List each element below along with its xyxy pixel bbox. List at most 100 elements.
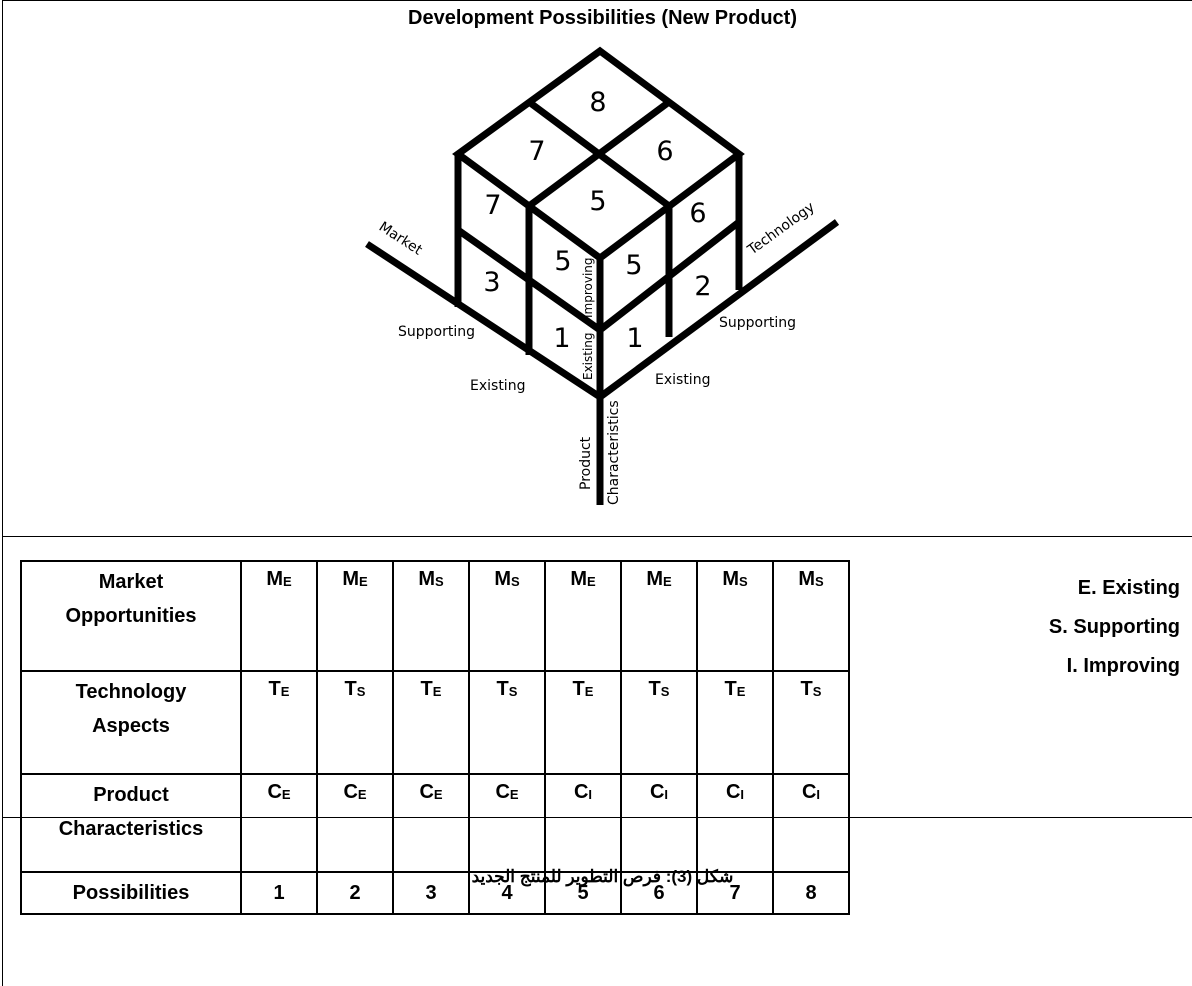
cell-symbol: 3 xyxy=(425,881,437,904)
market-axis xyxy=(365,241,602,400)
row-label-line: Market xyxy=(98,571,164,593)
existing-vertical-label: Existing xyxy=(581,332,595,380)
cell-subscript: S xyxy=(660,684,670,699)
cell-symbol: M xyxy=(494,568,511,590)
cell-symbol: T xyxy=(800,678,813,700)
table-cell: CI xyxy=(772,773,850,873)
improving-vertical-label: Improving xyxy=(581,257,595,318)
cell-symbol: M xyxy=(646,568,663,590)
cell-symbol: C xyxy=(495,781,510,803)
table-cell: MS xyxy=(392,560,470,672)
cell-symbol: T xyxy=(724,678,737,700)
cube-number: 3 xyxy=(483,267,500,298)
table-cell: CI xyxy=(544,773,622,873)
cell-symbol: T xyxy=(344,678,357,700)
cell-subscript: S xyxy=(435,574,444,589)
cell-symbol: 7 xyxy=(729,881,741,904)
cell-symbol: M xyxy=(722,568,739,590)
cell-symbol: C xyxy=(419,781,434,803)
cell-subscript: E xyxy=(663,574,672,589)
cell-subscript: E xyxy=(587,574,596,589)
left-face-divider-h xyxy=(455,227,603,333)
cell-symbol: T xyxy=(268,678,281,700)
cell-symbol: T xyxy=(572,678,585,700)
technology-axis-label: Technology xyxy=(744,199,818,259)
cell-symbol: 6 xyxy=(653,881,665,904)
cell-symbol: C xyxy=(267,781,282,803)
table-cell: ME xyxy=(620,560,698,672)
table-cell: TS xyxy=(620,670,698,775)
cell-symbol: C xyxy=(725,781,741,803)
cell-symbol: T xyxy=(496,678,509,700)
cell-subscript: I xyxy=(588,787,593,802)
figure-caption: شكل (3): فرص التطوير للمنتج الجديد xyxy=(471,867,734,886)
characteristics-axis-label: Characteristics xyxy=(606,400,622,505)
table-cell: 2 xyxy=(316,871,394,915)
cell-symbol: M xyxy=(342,568,359,590)
row-label-line: Technology xyxy=(75,681,187,703)
cell-symbol: M xyxy=(798,568,815,590)
cell-symbol: C xyxy=(573,781,589,803)
table-cell: 7 xyxy=(696,871,774,915)
table-cell: CE xyxy=(468,773,546,873)
cube-number: 7 xyxy=(528,136,545,167)
legend-existing: E. Existing xyxy=(1077,577,1180,599)
row-label-line: Possibilities xyxy=(72,882,190,904)
row-label-line: Opportunities xyxy=(65,605,197,627)
supporting-left-label: Supporting xyxy=(398,324,475,340)
cube-number: 7 xyxy=(484,190,501,221)
row-label-line: Characteristics xyxy=(58,818,204,840)
figure-title: Development Possibilities (New Product) xyxy=(408,7,797,29)
supporting-right-label: Supporting xyxy=(719,315,796,331)
table-cell: CE xyxy=(240,773,318,873)
divider-top xyxy=(2,536,1192,537)
cell-symbol: C xyxy=(801,781,817,803)
cell-symbol: T xyxy=(648,678,661,700)
cube-number: 8 xyxy=(589,87,606,118)
cell-symbol: T xyxy=(420,678,433,700)
cube-number: 6 xyxy=(689,198,706,229)
table-cell: TE xyxy=(240,670,318,775)
cube-number: 1 xyxy=(626,323,643,354)
cell-subscript: E xyxy=(281,787,291,802)
cube-number: 2 xyxy=(694,271,711,302)
cell-subscript: E xyxy=(280,684,290,699)
table-cell: 4 xyxy=(468,871,546,915)
cell-subscript: I xyxy=(816,787,821,802)
table-cell: MS xyxy=(468,560,546,672)
cell-subscript: S xyxy=(812,684,822,699)
right-face-divider-h xyxy=(597,219,742,333)
cell-subscript: E xyxy=(357,787,367,802)
cube-number: 5 xyxy=(625,250,642,281)
table-cell: TE xyxy=(544,670,622,775)
cell-symbol: 2 xyxy=(349,881,361,904)
table-cell: CE xyxy=(392,773,470,873)
table-cell: 1 xyxy=(240,871,318,915)
cube-number: 5 xyxy=(554,246,571,277)
cell-subscript: E xyxy=(509,787,519,802)
legend-supporting: S. Supporting xyxy=(1048,616,1180,638)
table-cell: MS xyxy=(696,560,774,672)
table-cell: CE xyxy=(316,773,394,873)
legend: E. Existing S. Supporting I. Improving xyxy=(1049,569,1180,686)
cell-symbol: C xyxy=(343,781,358,803)
existing-right-label: Existing xyxy=(655,372,710,388)
product-axis-label: Product xyxy=(578,436,594,490)
cell-symbol: M xyxy=(418,568,435,590)
cell-subscript: E xyxy=(432,684,442,699)
cell-subscript: E xyxy=(584,684,594,699)
cell-symbol: 1 xyxy=(273,881,285,904)
cell-symbol: C xyxy=(649,781,665,803)
cell-subscript: E xyxy=(433,787,443,802)
table-cell: ME xyxy=(240,560,318,672)
table-cell: MS xyxy=(772,560,850,672)
cell-subscript: I xyxy=(664,787,669,802)
